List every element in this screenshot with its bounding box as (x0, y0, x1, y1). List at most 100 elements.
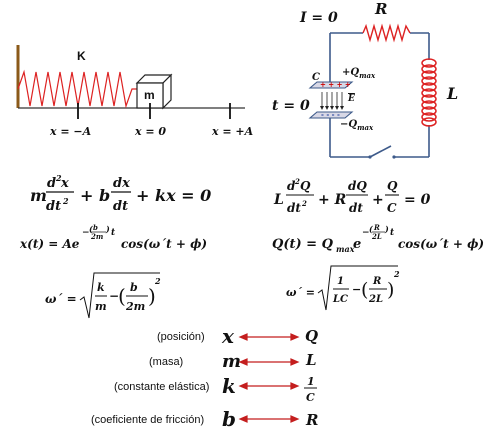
svg-text:e: e (353, 237, 361, 252)
svg-text:(: ( (369, 224, 374, 234)
rlc-circuit-diagram: + + + + - - - - (308, 23, 437, 159)
svg-text:−: − (352, 283, 361, 296)
mech-symbol-b: b (222, 407, 236, 431)
svg-text:x: x (60, 176, 69, 191)
svg-text:cos(ω´t + ϕ): cos(ω´t + ϕ) (398, 237, 484, 251)
svg-text:max: max (336, 244, 355, 254)
svg-text:dQ: dQ (348, 179, 367, 193)
svg-text:2: 2 (393, 269, 400, 279)
mark-plus-a: x = +A (212, 125, 254, 138)
svg-text:- - - -: - - - - (321, 110, 340, 119)
mech-symbol-k: k (222, 374, 236, 398)
svg-text:): ) (384, 224, 389, 234)
inductor-label: L (447, 84, 459, 103)
svg-text:R: R (372, 276, 381, 287)
mark-minus-a: x = −A (50, 125, 92, 138)
arrow-spring (238, 382, 300, 390)
arrow-position (238, 333, 300, 341)
svg-text:x(t) = Ae: x(t) = Ae (19, 237, 80, 251)
svg-text:dt: dt (349, 201, 363, 215)
svg-text:): ) (387, 279, 394, 301)
svg-text:2m: 2m (125, 300, 145, 313)
svg-text:−: − (362, 228, 370, 238)
elec-symbol-q: Q (305, 327, 319, 345)
svg-text:(: ( (361, 279, 368, 301)
svg-text:m: m (30, 186, 47, 205)
svg-text:cos(ω´t + ϕ): cos(ω´t + ϕ) (121, 237, 207, 251)
svg-text:): ) (105, 224, 110, 234)
svg-text:2L: 2L (368, 294, 383, 305)
svg-text:b: b (130, 281, 138, 294)
analogy-label-position: (posición) (157, 331, 205, 343)
spring (17, 69, 137, 109)
svg-text:+ + + +: + + + + (320, 80, 351, 89)
svg-text:LC: LC (332, 294, 348, 305)
svg-text:+: + (372, 192, 384, 208)
svg-text:2: 2 (294, 177, 300, 186)
analogy-label-spring: (constante elástica) (114, 381, 210, 393)
svg-text:dx: dx (113, 176, 130, 191)
svg-text:2: 2 (154, 276, 161, 286)
arrow-mass (238, 358, 300, 366)
svg-text:ω´ =: ω´ = (286, 286, 315, 299)
time-label: t = 0 (272, 98, 310, 114)
svg-text:C: C (306, 391, 315, 404)
svg-text:1: 1 (307, 375, 315, 388)
svg-text:2: 2 (55, 173, 62, 183)
capacitor-label: C (312, 72, 320, 83)
spring-label: K (77, 49, 86, 63)
svg-text:k: k (97, 281, 105, 294)
svg-text:+ b: + b (80, 186, 110, 205)
svg-text:L: L (273, 192, 284, 208)
svg-text:Q: Q (300, 179, 311, 193)
analogy-label-mass: (masa) (149, 356, 184, 368)
circuit-wires (329, 32, 430, 158)
svg-text:ω´ =: ω´ = (45, 292, 77, 306)
svg-text:+ kx = 0: + kx = 0 (136, 186, 211, 205)
mass-label: m (144, 88, 155, 102)
analogy-arrows (238, 333, 300, 423)
svg-text:−: − (109, 289, 119, 303)
svg-text:2: 2 (62, 196, 69, 206)
elec-solution: Q(t) = Q max e − ( R 2L ) t cos(ω´t + ϕ) (272, 223, 484, 254)
svg-text:C: C (387, 201, 397, 215)
resistor (362, 23, 411, 43)
charge-bottom-label: −Qmax (340, 119, 374, 132)
current-label: I = 0 (300, 10, 338, 26)
capacitor: + + + + - - - - (308, 80, 354, 119)
charge-top-label: +Qmax (342, 67, 376, 80)
svg-text:b: b (93, 223, 98, 232)
svg-text:Q(t) = Q: Q(t) = Q (272, 237, 334, 252)
svg-text:2: 2 (301, 199, 307, 208)
mech-solution: x(t) = Ae − ( b 2m ) t cos(ω´t + ϕ) (19, 223, 207, 251)
svg-text:d: d (47, 176, 56, 191)
switch (368, 145, 396, 159)
arrow-friction (238, 415, 300, 423)
svg-text:2m: 2m (90, 232, 103, 241)
svg-text:dt: dt (287, 201, 301, 215)
mech-symbol-m: m (222, 351, 242, 372)
svg-text:): ) (148, 284, 156, 308)
elec-symbol-r: R (306, 411, 319, 429)
resistor-label: R (375, 0, 388, 18)
elec-symbol-inv-c: 1 C (303, 375, 319, 408)
field-label: E (348, 94, 355, 104)
elec-freq: ω´ = 1 LC − ( R 2L ) 2 (286, 265, 400, 311)
svg-text:−: − (82, 228, 90, 238)
mech-symbol-x: x (222, 324, 234, 348)
inductor-coil (421, 58, 437, 127)
elec-symbol-l: L (306, 351, 317, 369)
mark-zero: x = 0 (135, 125, 167, 138)
svg-text:1: 1 (337, 276, 344, 287)
svg-text:Q: Q (387, 179, 398, 193)
svg-text:dt: dt (113, 199, 128, 214)
elec-symbol-inv-c-fraction: 1 C (304, 375, 317, 404)
svg-text:dt: dt (46, 199, 61, 214)
svg-text:t: t (390, 228, 395, 238)
svg-text:m: m (95, 300, 107, 313)
svg-text:= 0: = 0 (404, 192, 431, 208)
